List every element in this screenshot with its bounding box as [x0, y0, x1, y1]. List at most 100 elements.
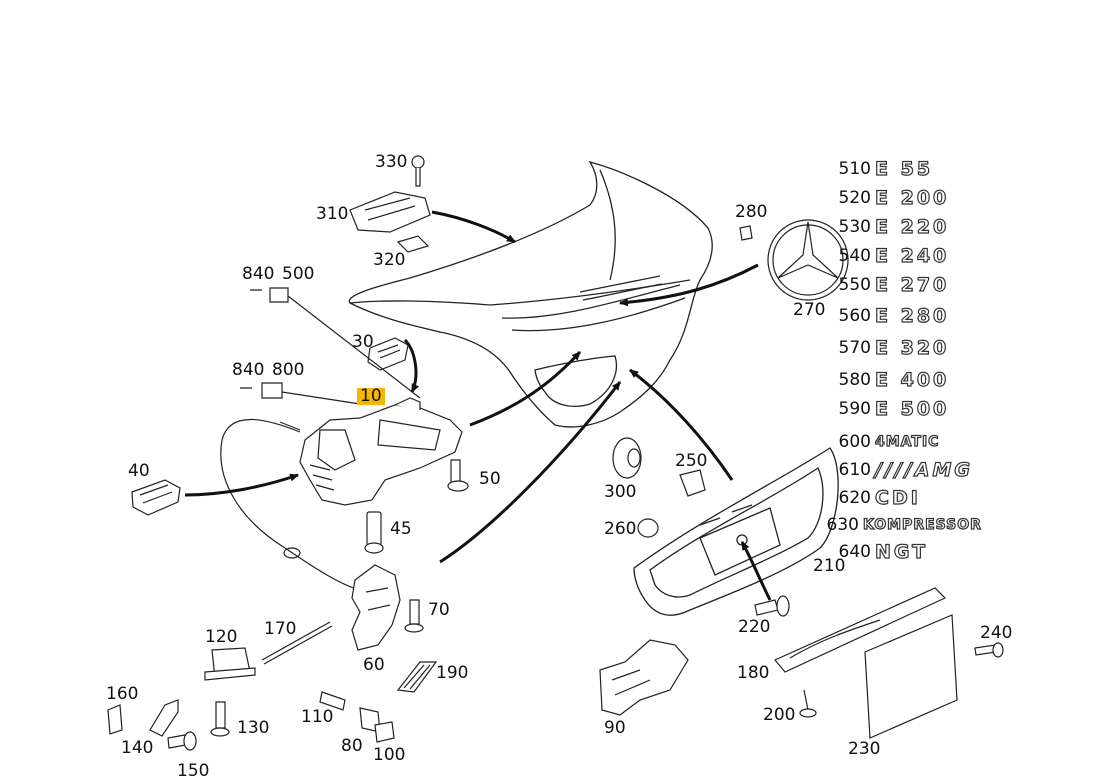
hinge-90 — [600, 640, 688, 715]
bolt-70 — [405, 600, 423, 632]
license-plate-230 — [865, 615, 957, 738]
emblem-590: 590 E 500 — [835, 397, 950, 420]
clip-500 — [250, 288, 420, 398]
latch-assembly-10 — [300, 398, 462, 505]
bolt-150 — [168, 732, 196, 750]
bumper-300 — [613, 438, 641, 478]
emblem-number: 550 — [838, 275, 871, 295]
emblem-text: E 200 — [874, 186, 950, 209]
grommet-250 — [680, 470, 705, 496]
emblem-text: E 320 — [874, 336, 950, 359]
callout-310: 310 — [316, 204, 349, 224]
callout-300: 300 — [604, 482, 637, 502]
bowden-cable — [221, 419, 360, 590]
screw-50 — [448, 460, 468, 491]
clip-320 — [398, 236, 428, 252]
callout-270: 270 — [793, 300, 826, 320]
emblem-530: 530 E 220 — [835, 215, 950, 238]
emblem-number: 580 — [838, 370, 871, 390]
arrows — [185, 212, 770, 600]
callout-150: 150 — [177, 761, 210, 781]
screw-200 — [800, 690, 816, 717]
emblem-text: E 220 — [874, 215, 950, 238]
callout-840-b: 840 — [232, 360, 265, 380]
callout-180: 180 — [737, 663, 770, 683]
clip-800 — [240, 383, 360, 404]
emblem-text: KOMPRESSOR — [862, 516, 982, 533]
callout-500: 500 — [282, 264, 315, 284]
license-bracket-180 — [775, 588, 945, 672]
emblem-number: 510 — [838, 159, 871, 179]
emblem-number: 540 — [838, 246, 871, 266]
callout-170: 170 — [264, 619, 297, 639]
emblem-number: 520 — [838, 188, 871, 208]
callout-100: 100 — [373, 745, 406, 765]
emblem-630: 630 KOMPRESSOR — [823, 514, 982, 536]
callout-60: 60 — [363, 655, 385, 675]
emblem-text: ////AMG — [874, 458, 973, 481]
callout-80: 80 — [341, 736, 363, 756]
callout-70: 70 — [428, 600, 450, 620]
emblem-510: 510 E 55 — [835, 157, 934, 180]
callout-90: 90 — [604, 718, 626, 738]
callout-800: 800 — [272, 360, 305, 380]
connector-40 — [132, 480, 180, 515]
callout-120: 120 — [205, 627, 238, 647]
callout-320: 320 — [373, 250, 406, 270]
emblem-text: 4MATIC — [874, 433, 940, 450]
emblem-text: E 55 — [874, 157, 934, 180]
callout-50: 50 — [479, 469, 501, 489]
emblem-text: E 500 — [874, 397, 950, 420]
handle-310 — [350, 192, 430, 232]
emblem-number: 560 — [838, 306, 871, 326]
emblem-text: E 270 — [874, 273, 950, 296]
emblem-560: 560 E 280 — [835, 304, 950, 327]
emblem-number: 630 — [826, 515, 859, 535]
emblem-number: 640 — [838, 542, 871, 562]
callout-130: 130 — [237, 718, 270, 738]
emblem-number: 610 — [838, 460, 871, 480]
trunk-lid — [349, 162, 712, 427]
connector-30 — [368, 338, 408, 370]
lever-60 — [352, 565, 400, 650]
clip-280 — [740, 226, 752, 240]
emblem-550: 550 E 270 — [835, 273, 950, 296]
emblem-text: E 240 — [874, 244, 950, 267]
callout-230: 230 — [848, 739, 881, 759]
emblem-text: E 280 — [874, 304, 950, 327]
emblem-620: 620 CDI — [835, 486, 921, 509]
bolt-220 — [755, 596, 789, 616]
emblem-number: 530 — [838, 217, 871, 237]
callout-200: 200 — [763, 705, 796, 725]
callout-210: 210 — [813, 556, 846, 576]
bracket-140 — [150, 700, 178, 736]
callout-110: 110 — [301, 707, 334, 727]
parts-110-80-100 — [320, 692, 394, 742]
callout-330: 330 — [375, 152, 408, 172]
emblem-text: CDI — [874, 486, 921, 509]
callout-160: 160 — [106, 684, 139, 704]
emblem-570: 570 E 320 — [835, 336, 950, 359]
emblem-640: 640 NGT — [835, 540, 929, 563]
callout-140: 140 — [121, 738, 154, 758]
emblem-number: 590 — [838, 399, 871, 419]
rod-170 — [262, 622, 332, 664]
plate-190 — [398, 662, 436, 692]
trim-panel-210 — [634, 448, 838, 615]
emblem-number: 600 — [838, 432, 871, 452]
emblem-text: NGT — [874, 540, 929, 563]
emblem-580: 580 E 400 — [835, 368, 950, 391]
screw-330 — [412, 156, 424, 186]
callout-10-highlighted[interactable]: 10 — [357, 388, 385, 405]
screw-240 — [975, 643, 1003, 657]
bracket-160 — [108, 705, 122, 734]
emblem-text: E 400 — [874, 368, 950, 391]
callout-45: 45 — [390, 519, 412, 539]
callout-240: 240 — [980, 623, 1013, 643]
callout-840: 840 — [242, 264, 275, 284]
callout-190: 190 — [436, 663, 469, 683]
callout-30: 30 — [352, 332, 374, 352]
emblem-number: 570 — [838, 338, 871, 358]
